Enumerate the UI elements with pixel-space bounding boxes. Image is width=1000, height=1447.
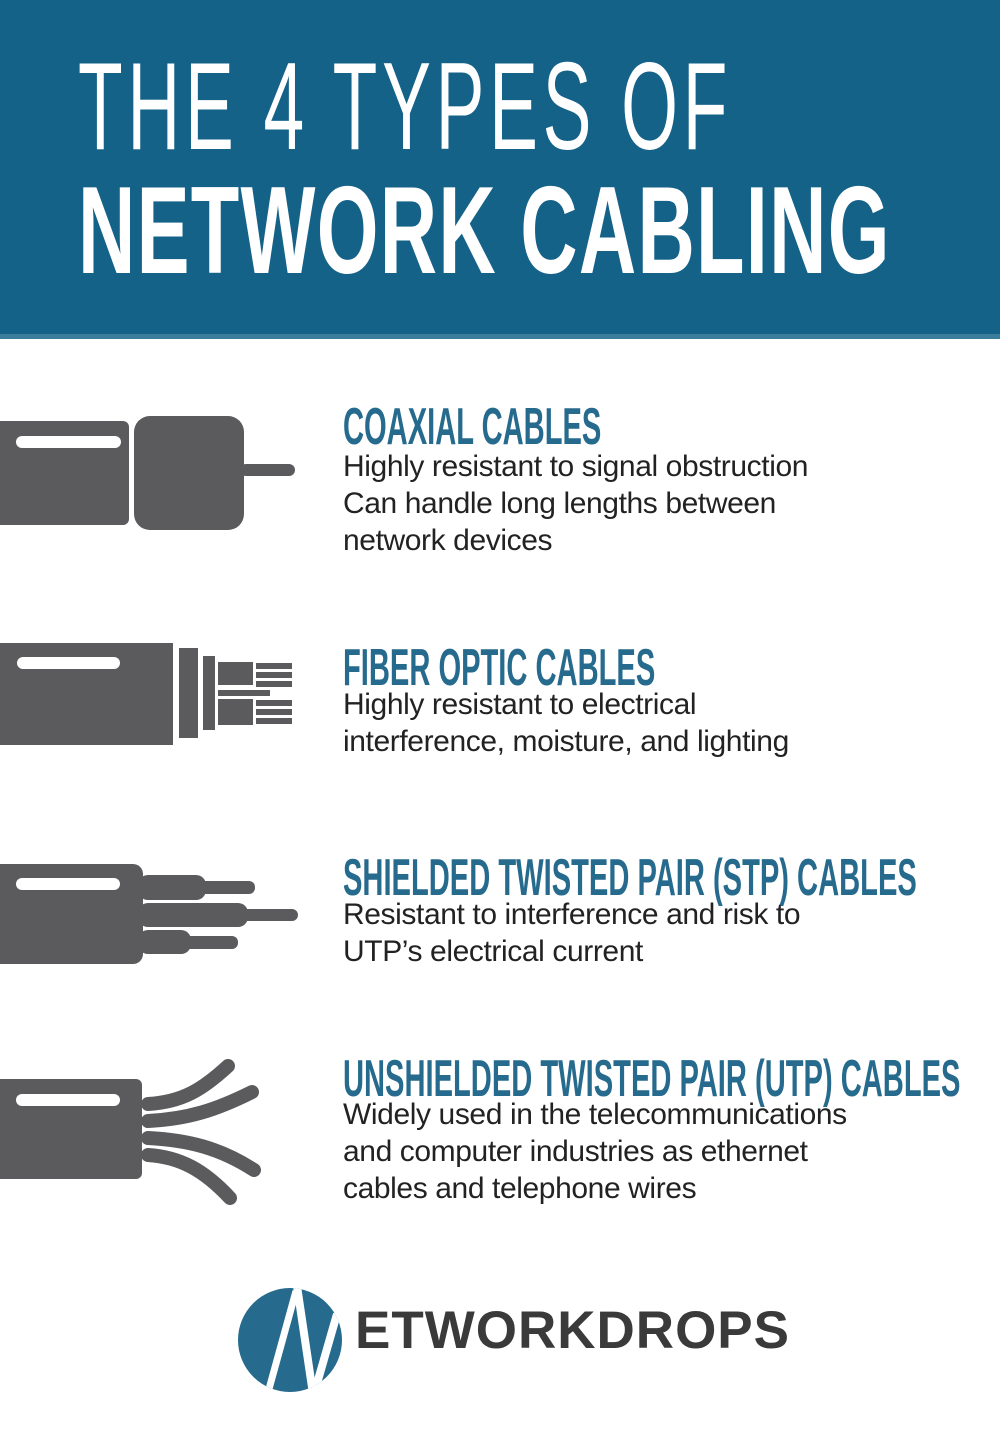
section-title-utp: UNSHIELDED TWISTED PAIR (UTP) CABLES	[343, 1050, 961, 1108]
utp-cable-illustration	[0, 1059, 261, 1205]
body-line: Highly resistant to electrical	[343, 688, 697, 721]
section-title-fiber: FIBER OPTIC CABLES	[343, 639, 656, 697]
section-title-stp: SHIELDED TWISTED PAIR (STP) CABLES	[343, 849, 917, 907]
body-line: Widely used in the telecommunications	[343, 1098, 847, 1131]
section-title-coaxial: COAXIAL CABLES	[343, 398, 602, 456]
body-line: UTP’s electrical current	[343, 935, 643, 968]
body-line: Can handle long lengths between	[343, 487, 776, 520]
networkdrops-n-monogram-icon	[238, 1288, 342, 1392]
stp-cable-icon	[0, 840, 300, 1005]
section-body-utp: Widely used in the telecommunications an…	[343, 1096, 847, 1207]
body-line: and computer industries as ethernet	[343, 1135, 808, 1168]
body-line: Highly resistant to signal obstruction	[343, 450, 809, 483]
fiber-optic-cable-icon	[0, 620, 300, 805]
header-banner: THE 4 TYPES OF NETWORK CABLING	[0, 0, 1000, 334]
utp-cable-icon	[0, 1050, 300, 1235]
section-body-stp: Resistant to interference and risk to UT…	[343, 896, 801, 970]
coaxial-cable-illustration	[0, 416, 295, 530]
stp-cable-illustration	[0, 864, 298, 964]
body-line: cables and telephone wires	[343, 1172, 697, 1205]
fiber-optic-cable-illustration	[0, 643, 292, 745]
section-body-fiber: Highly resistant to electrical interfere…	[343, 686, 789, 760]
body-line: Resistant to interference and risk to	[343, 898, 801, 931]
header-title-line1: THE 4 TYPES OF	[78, 38, 733, 176]
logo-wordmark: ETWORKDROPS	[355, 1301, 790, 1360]
coaxial-cable-icon	[0, 400, 300, 565]
header-bottom-strip	[0, 334, 1000, 339]
networkdrops-logo: ETWORKDROPS	[238, 1288, 790, 1392]
body-line: network devices	[343, 524, 553, 557]
header-title-line2: NETWORK CABLING	[78, 162, 891, 300]
body-line: interference, moisture, and lighting	[343, 725, 789, 758]
section-body-coaxial: Highly resistant to signal obstruction C…	[343, 448, 808, 559]
